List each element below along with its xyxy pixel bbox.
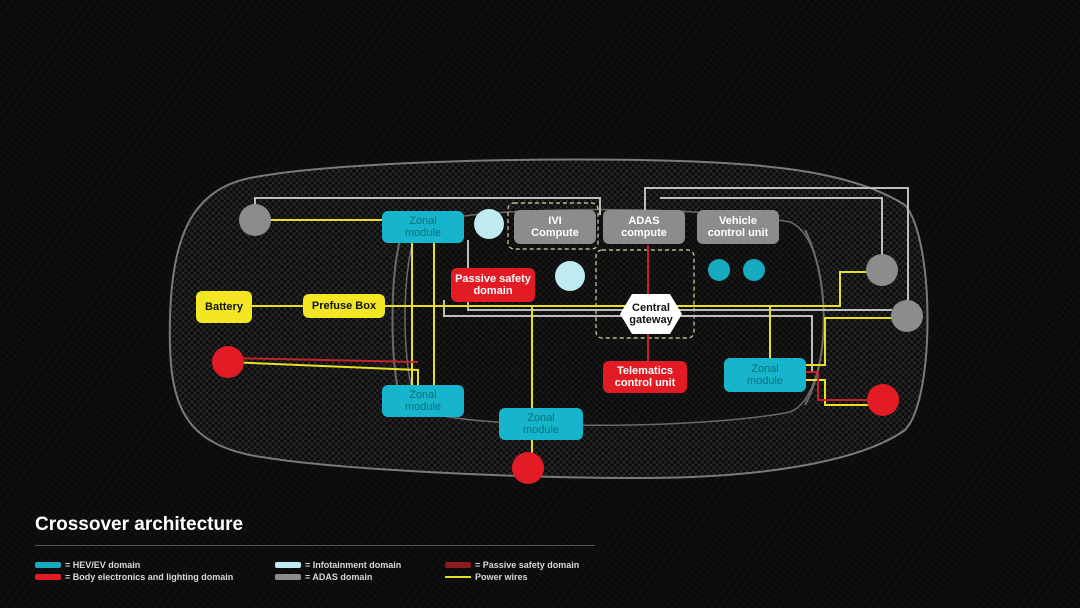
- adas-sensor-front: [239, 204, 271, 236]
- legend-swatch-passive: [445, 562, 471, 568]
- legend-item-body: = Body electronics and lighting domain: [35, 572, 233, 582]
- rear-window-outline: [804, 229, 825, 406]
- page-title: Crossover architecture: [35, 514, 244, 535]
- prefuse-box: Prefuse Box: [303, 294, 385, 318]
- legend-item-power: Power wires: [445, 572, 528, 582]
- adas-sensor-rear: [891, 300, 923, 332]
- legend-swatch-infotainment: [275, 562, 301, 568]
- light-node-rear-right: [867, 384, 899, 416]
- legend-item-infotainment: = Infotainment domain: [275, 560, 401, 570]
- adas-sensor-rear-top: [866, 254, 898, 286]
- power-wires: [227, 219, 905, 462]
- gateway-hexagon: [620, 294, 682, 334]
- legend-swatch-hev: [35, 562, 61, 568]
- legend-item-passive: = Passive safety domain: [445, 560, 579, 570]
- legend-item-hev: = HEV/EV domain: [35, 560, 140, 570]
- battery-box: Battery: [196, 291, 252, 323]
- infotainment-group-outline: [507, 202, 599, 250]
- light-node-bottom: [512, 452, 544, 484]
- title-divider: [35, 545, 595, 546]
- gateway-group-outline: [595, 249, 695, 339]
- legend-item-adas: = ADAS domain: [275, 572, 372, 582]
- legend-swatch-power: [445, 576, 471, 578]
- light-node-front-left: [212, 346, 244, 378]
- infotainment-node-top: [474, 209, 504, 239]
- legend-swatch-body: [35, 574, 61, 580]
- windshield-outline: [391, 239, 401, 399]
- hev-node-left: [708, 259, 730, 281]
- infotainment-node-bottom: [555, 261, 585, 291]
- legend-swatch-adas: [275, 574, 301, 580]
- hev-node-right: [743, 259, 765, 281]
